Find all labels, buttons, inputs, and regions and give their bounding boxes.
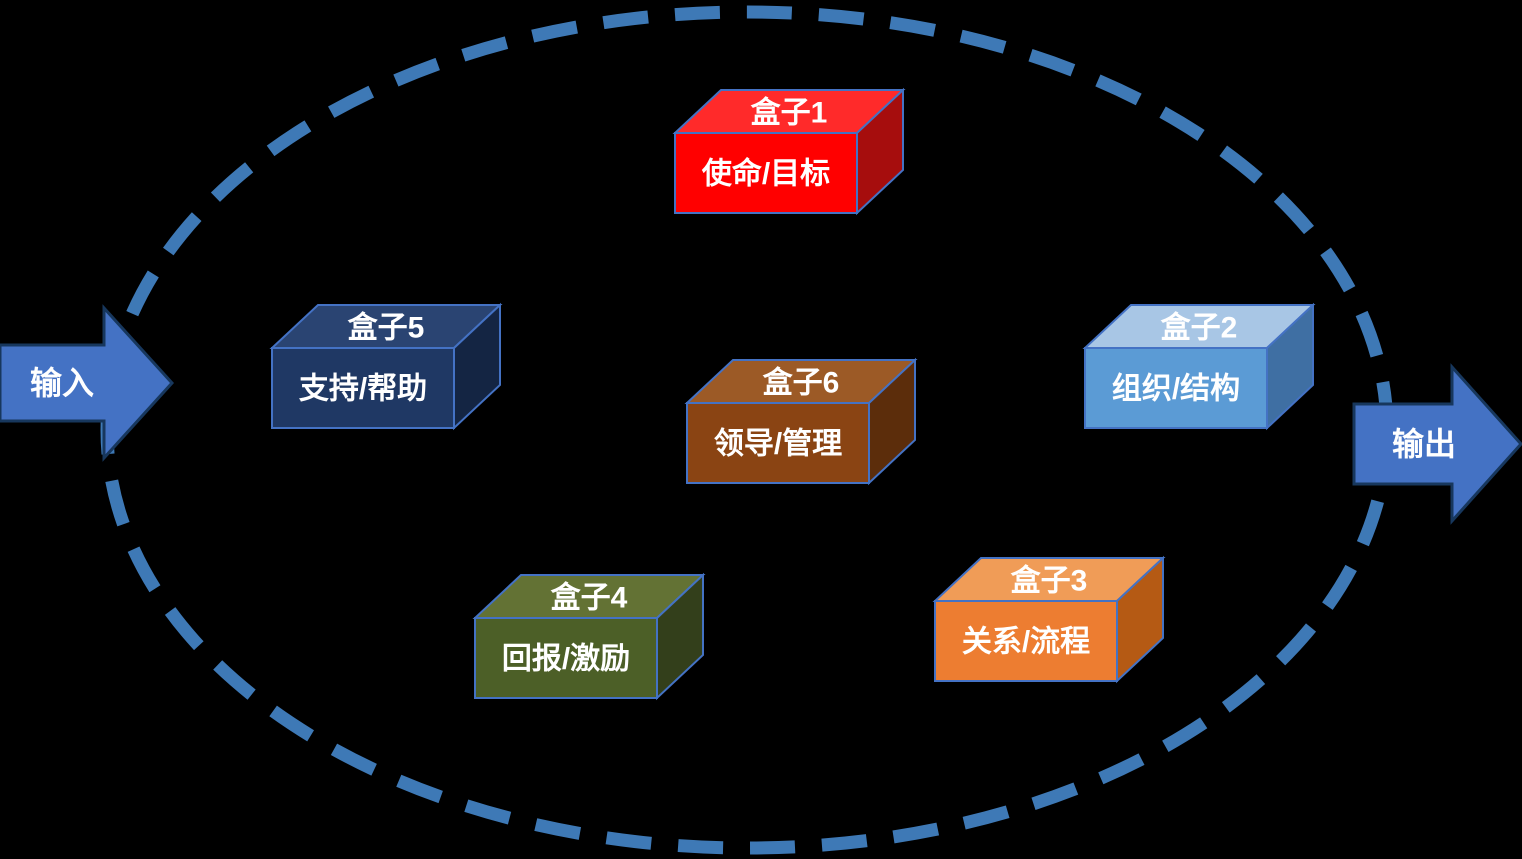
box-5-label: 支持/帮助 (299, 373, 427, 406)
box-1-front-face (674, 132, 858, 214)
box-2-title: 盒子2 (1161, 311, 1238, 345)
output-arrow-shape (1352, 363, 1522, 525)
box-3-label: 关系/流程 (962, 626, 1090, 659)
box-4-front-face (474, 617, 658, 699)
box-4-title: 盒子4 (551, 581, 628, 615)
box-4-label: 回报/激励 (502, 643, 630, 676)
box-4: 盒子4 回报/激励 (472, 572, 706, 701)
box-6-title: 盒子6 (763, 366, 840, 400)
box-1-title: 盒子1 (751, 96, 828, 130)
box-2-front-face (1084, 347, 1268, 429)
box-3-title: 盒子3 (1011, 564, 1088, 598)
output-arrow: 输出 (1352, 363, 1522, 525)
box-6-label: 领导/管理 (714, 427, 842, 461)
input-arrow-shape (0, 304, 175, 462)
box-3-front-face (934, 600, 1118, 682)
input-arrow-label: 输入 (30, 365, 94, 401)
box-1-label: 使命/目标 (701, 157, 830, 191)
output-arrow-label: 输出 (1392, 426, 1456, 462)
box-5-title: 盒子5 (348, 311, 425, 345)
input-arrow: 输入 (0, 304, 175, 462)
box-3: 盒子3 关系/流程 (932, 555, 1166, 684)
box-6-front-face (686, 402, 870, 484)
box-2: 盒子2 组织/结构 (1082, 302, 1316, 431)
box-6: 盒子6 领导/管理 (684, 357, 918, 486)
box-1: 盒子1 使命/目标 (672, 87, 906, 216)
box-2-label: 组织/结构 (1112, 372, 1240, 406)
box-5-front-face (271, 347, 455, 429)
box-5: 盒子5 支持/帮助 (269, 302, 503, 431)
